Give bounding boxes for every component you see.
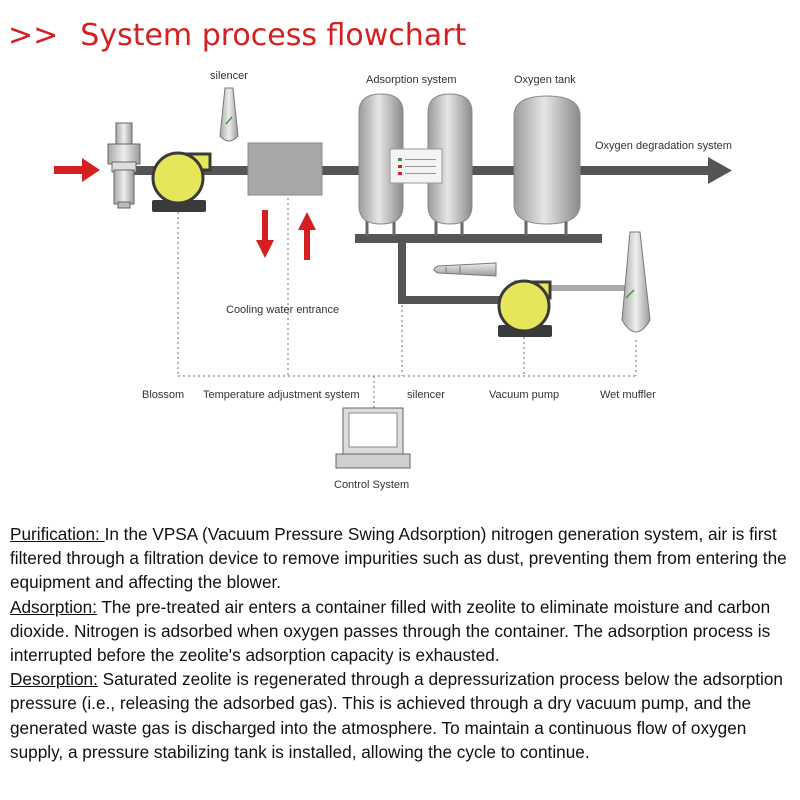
label-silencer-bottom: silencer <box>407 389 445 401</box>
label-vacuum-pump: Vacuum pump <box>489 389 560 401</box>
process-flow-diagram <box>54 87 732 469</box>
label-control-system: Control System <box>334 479 410 491</box>
label-oxygen-tank: Oxygen tank <box>514 74 576 86</box>
tank-base-bar <box>355 234 602 243</box>
filter-device <box>107 122 141 209</box>
vacuum-branch-pipe <box>398 240 506 304</box>
temperature-adjustment-box <box>247 142 323 196</box>
label-oxygen-degradation-system: Oxygen degradation system <box>595 140 732 152</box>
label-silencer-top: silencer <box>210 70 248 82</box>
control-lines <box>177 198 637 408</box>
process-description: Purification: In the VPSA (Vacuum Pressu… <box>10 522 795 764</box>
label-adsorption-system: Adsorption system <box>366 74 457 86</box>
title-prefix: >> <box>8 18 59 53</box>
label-wet-muffler: Wet muffler <box>600 389 656 401</box>
page-title: >> System process flowchart <box>8 18 466 53</box>
flow-arrow-head <box>708 157 732 184</box>
vacuum-pump-outlet-pipe <box>548 285 632 291</box>
purification-paragraph: Purification: In the VPSA (Vacuum Pressu… <box>10 522 795 595</box>
purification-text: In the VPSA (Vacuum Pressure Swing Adsor… <box>10 524 787 593</box>
desorption-heading: Desorption: <box>10 669 98 690</box>
adsorption-control-panel <box>389 148 443 184</box>
adsorption-heading: Adsorption: <box>10 596 97 617</box>
adsorption-paragraph: Adsorption: The pre-treated air enters a… <box>10 595 795 668</box>
silencer-top-device <box>219 87 239 142</box>
blower <box>151 151 212 212</box>
adsorption-text: The pre-treated air enters a container f… <box>10 596 771 666</box>
cooling-water-arrows <box>256 210 316 260</box>
label-temperature-adjustment-system: Temperature adjustment system <box>203 389 360 401</box>
desorption-paragraph: Desorption: Saturated zeolite is regener… <box>10 667 795 764</box>
label-blossom: Blossom <box>142 389 185 401</box>
oxygen-tank-device <box>513 95 581 236</box>
wet-muffler-device <box>621 231 651 333</box>
adsorption-tank-1 <box>358 93 404 236</box>
inlet-arrow <box>54 158 100 182</box>
adsorption-tank-2 <box>427 93 473 236</box>
control-system-computer <box>335 407 411 469</box>
label-cooling-water-entrance: Cooling water entrance <box>226 304 340 316</box>
silencer-bottom-device <box>433 262 497 277</box>
vacuum-pump-device <box>497 279 552 337</box>
title-text: System process flowchart <box>80 18 467 53</box>
purification-heading: Purification: <box>10 524 105 544</box>
desorption-text: Saturated zeolite is regenerated through… <box>10 669 783 762</box>
